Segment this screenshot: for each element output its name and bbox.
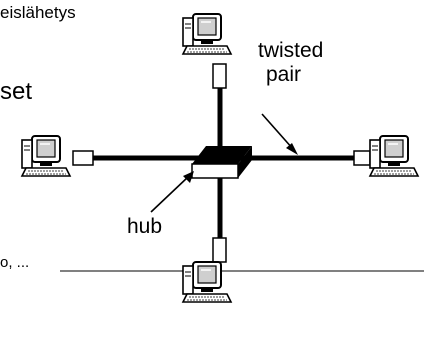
computer-left bbox=[21, 135, 71, 177]
arrow-to-hub bbox=[150, 171, 194, 213]
computer-top bbox=[182, 13, 232, 55]
connector-top bbox=[212, 63, 227, 89]
cut-off-text-bottom: o, ... bbox=[0, 254, 30, 271]
cut-off-text-top: eislähetys bbox=[0, 3, 76, 22]
connector-left bbox=[72, 150, 94, 166]
computer-bottom bbox=[182, 261, 232, 303]
cut-off-text-middle: set bbox=[0, 78, 33, 105]
arrow-to-cable bbox=[261, 113, 298, 155]
twisted-pair-label-line1: twisted bbox=[258, 39, 324, 62]
twisted-pair-label-line2: pair bbox=[266, 63, 302, 86]
connector-bottom bbox=[212, 237, 227, 263]
hub-device bbox=[191, 146, 252, 179]
computer-right bbox=[369, 135, 419, 177]
hub-label: hub bbox=[127, 215, 163, 238]
connector-right bbox=[353, 150, 371, 166]
